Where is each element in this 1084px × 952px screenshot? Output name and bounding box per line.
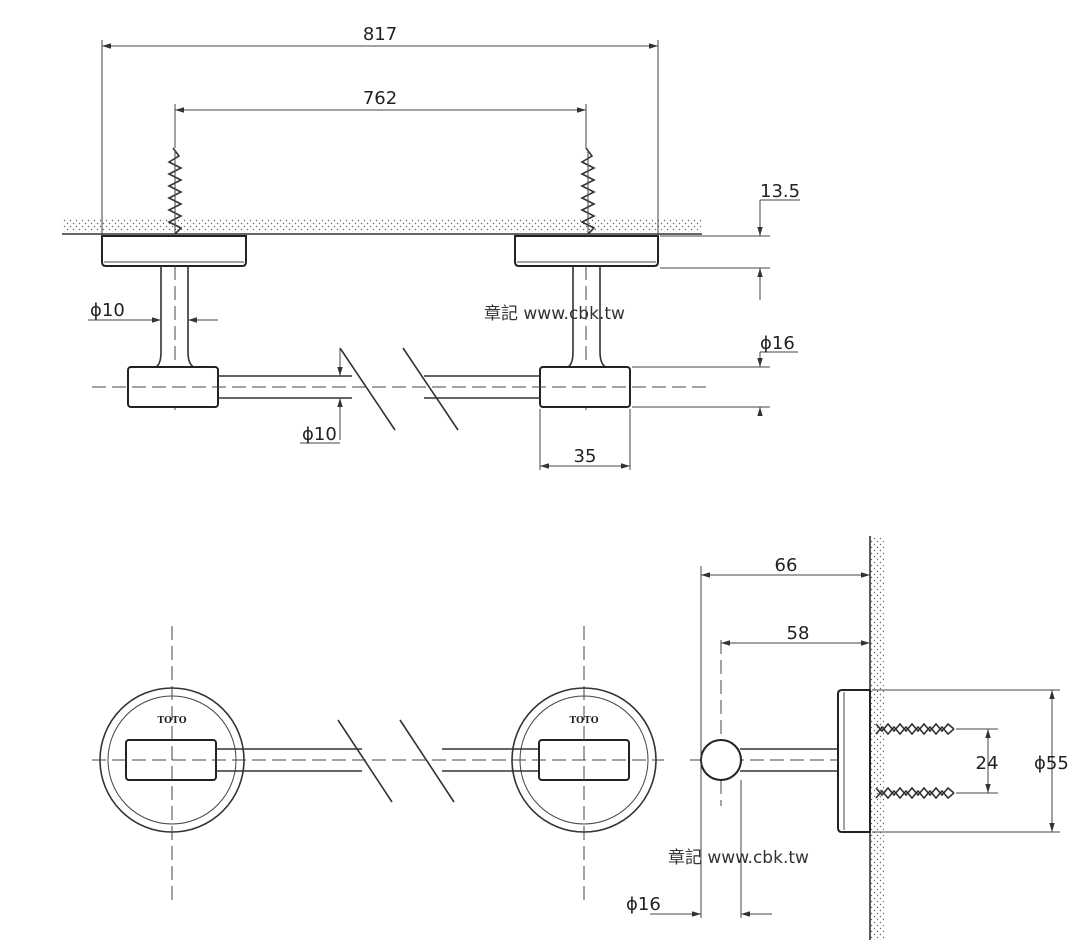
side-view: 66 58 24 ϕ55 ϕ16 章記 www.cbk.tw [626,536,1069,940]
watermark-top: 章記 www.cbk.tw [484,304,625,324]
dim-bar-diameter-label: ϕ10 [302,424,337,445]
dim-35-label: 35 [574,446,597,467]
break-line-left [339,347,396,431]
dim-holder-diameter-label: ϕ16 [760,333,795,354]
front-view: TOTO TOTO [92,626,664,900]
front-break-right [399,719,455,803]
dim-side-bar-diameter-label: ϕ16 [626,894,661,915]
dim-24-label: 24 [976,753,999,774]
watermark-bottom: 章記 www.cbk.tw [668,848,809,868]
side-screw-lower [875,786,955,797]
dim-58-label: 58 [787,623,810,644]
right-base-plate [514,235,659,267]
brand-logo-right: TOTO [569,716,598,726]
dim-post-diameter-label: ϕ10 [90,300,125,321]
front-break-left [337,719,393,803]
left-base-plate [101,235,247,267]
left-screw-top [167,147,183,235]
brand-logo-left: TOTO [157,716,186,726]
right-screw-top [580,147,596,235]
side-screw-upper [875,722,955,733]
dim-flange-diameter-label: ϕ55 [1034,753,1069,774]
dim-817-label: 817 [363,24,397,45]
wall-hatch-top [62,218,702,232]
wall-hatch-side [870,536,884,940]
side-bar-section [700,739,742,781]
side-flange [837,689,871,833]
dim-762-label: 762 [363,88,397,109]
top-view: 817 762 13.5 ϕ10 ϕ10 ϕ16 35 章記 [62,24,800,470]
dim-13-5-label: 13.5 [760,181,800,202]
dim-66-label: 66 [775,555,798,576]
break-line-right [402,347,459,431]
